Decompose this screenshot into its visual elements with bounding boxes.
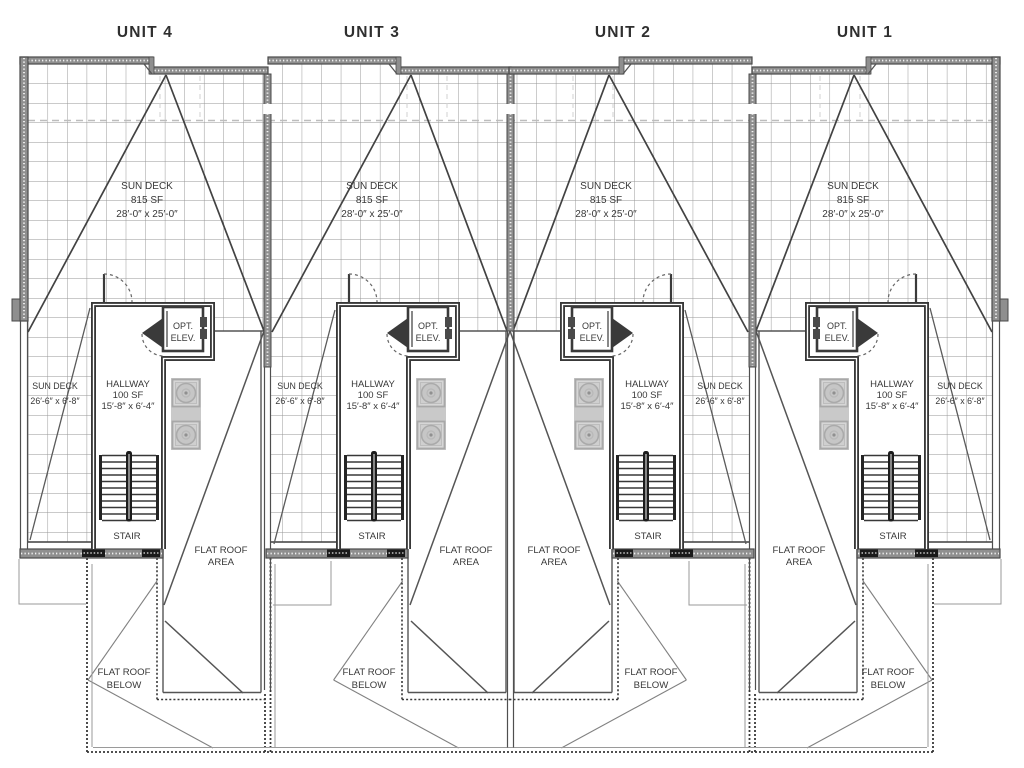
svg-text:STAIR: STAIR: [113, 531, 140, 542]
svg-text:815 SF: 815 SF: [837, 195, 869, 206]
svg-text:SUN DECK: SUN DECK: [277, 381, 323, 391]
svg-text:AREA: AREA: [786, 557, 813, 568]
svg-text:SUN DECK: SUN DECK: [346, 181, 398, 192]
svg-text:15′-8″ x 6′-4″: 15′-8″ x 6′-4″: [620, 401, 674, 412]
svg-text:AREA: AREA: [541, 557, 568, 568]
svg-text:815 SF: 815 SF: [131, 195, 163, 206]
svg-text:28′-0″ x 25′-0″: 28′-0″ x 25′-0″: [116, 209, 178, 220]
svg-text:STAIR: STAIR: [358, 531, 385, 542]
svg-text:26′-6″ x 6′-8″: 26′-6″ x 6′-8″: [695, 396, 744, 406]
svg-text:OPT.: OPT.: [418, 321, 438, 331]
svg-text:815 SF: 815 SF: [356, 195, 388, 206]
svg-text:SUN DECK: SUN DECK: [580, 181, 632, 192]
svg-text:28′-0″ x 25′-0″: 28′-0″ x 25′-0″: [575, 209, 637, 220]
svg-text:100 SF: 100 SF: [113, 390, 144, 401]
svg-text:STAIR: STAIR: [879, 531, 906, 542]
svg-text:FLAT ROOF: FLAT ROOF: [862, 667, 915, 678]
svg-text:UNIT 2: UNIT 2: [595, 24, 651, 41]
svg-text:ELEV.: ELEV.: [580, 333, 605, 343]
svg-text:FLAT ROOF: FLAT ROOF: [625, 667, 678, 678]
svg-text:100 SF: 100 SF: [358, 390, 389, 401]
svg-text:OPT.: OPT.: [173, 321, 193, 331]
svg-text:UNIT 1: UNIT 1: [837, 24, 893, 41]
svg-text:ELEV.: ELEV.: [171, 333, 196, 343]
svg-text:FLAT ROOF: FLAT ROOF: [195, 545, 248, 556]
svg-text:SUN DECK: SUN DECK: [121, 181, 173, 192]
svg-text:15′-8″ x 6′-4″: 15′-8″ x 6′-4″: [101, 401, 155, 412]
svg-text:ELEV.: ELEV.: [416, 333, 441, 343]
svg-text:ELEV.: ELEV.: [825, 333, 850, 343]
svg-text:FLAT ROOF: FLAT ROOF: [773, 545, 826, 556]
svg-text:UNIT 3: UNIT 3: [344, 24, 400, 41]
svg-text:815 SF: 815 SF: [590, 195, 622, 206]
svg-text:STAIR: STAIR: [634, 531, 661, 542]
svg-text:28′-0″ x 25′-0″: 28′-0″ x 25′-0″: [822, 209, 884, 220]
svg-text:28′-0″ x 25′-0″: 28′-0″ x 25′-0″: [341, 209, 403, 220]
svg-text:HALLWAY: HALLWAY: [625, 379, 669, 390]
svg-text:OPT.: OPT.: [582, 321, 602, 331]
svg-text:BELOW: BELOW: [634, 680, 670, 691]
svg-text:OPT.: OPT.: [827, 321, 847, 331]
svg-text:AREA: AREA: [453, 557, 480, 568]
svg-text:AREA: AREA: [208, 557, 235, 568]
svg-text:BELOW: BELOW: [871, 680, 907, 691]
svg-text:HALLWAY: HALLWAY: [870, 379, 914, 390]
svg-text:15′-8″ x 6′-4″: 15′-8″ x 6′-4″: [346, 401, 400, 412]
svg-text:SUN DECK: SUN DECK: [697, 381, 743, 391]
svg-text:15′-8″ x 6′-4″: 15′-8″ x 6′-4″: [865, 401, 919, 412]
svg-text:FLAT ROOF: FLAT ROOF: [528, 545, 581, 556]
svg-text:FLAT ROOF: FLAT ROOF: [343, 667, 396, 678]
svg-text:FLAT ROOF: FLAT ROOF: [440, 545, 493, 556]
svg-text:26′-6″ x 6′-8″: 26′-6″ x 6′-8″: [935, 396, 984, 406]
svg-text:HALLWAY: HALLWAY: [351, 379, 395, 390]
svg-text:UNIT 4: UNIT 4: [117, 24, 173, 41]
svg-text:BELOW: BELOW: [352, 680, 388, 691]
svg-text:100 SF: 100 SF: [877, 390, 908, 401]
svg-text:BELOW: BELOW: [107, 680, 143, 691]
svg-text:FLAT ROOF: FLAT ROOF: [98, 667, 151, 678]
svg-text:SUN DECK: SUN DECK: [827, 181, 879, 192]
svg-text:100 SF: 100 SF: [632, 390, 663, 401]
svg-text:SUN DECK: SUN DECK: [937, 381, 983, 391]
svg-text:HALLWAY: HALLWAY: [106, 379, 150, 390]
svg-text:26′-6″ x 6′-8″: 26′-6″ x 6′-8″: [30, 396, 79, 406]
svg-text:SUN DECK: SUN DECK: [32, 381, 78, 391]
svg-text:26′-6″ x 6′-8″: 26′-6″ x 6′-8″: [275, 396, 324, 406]
